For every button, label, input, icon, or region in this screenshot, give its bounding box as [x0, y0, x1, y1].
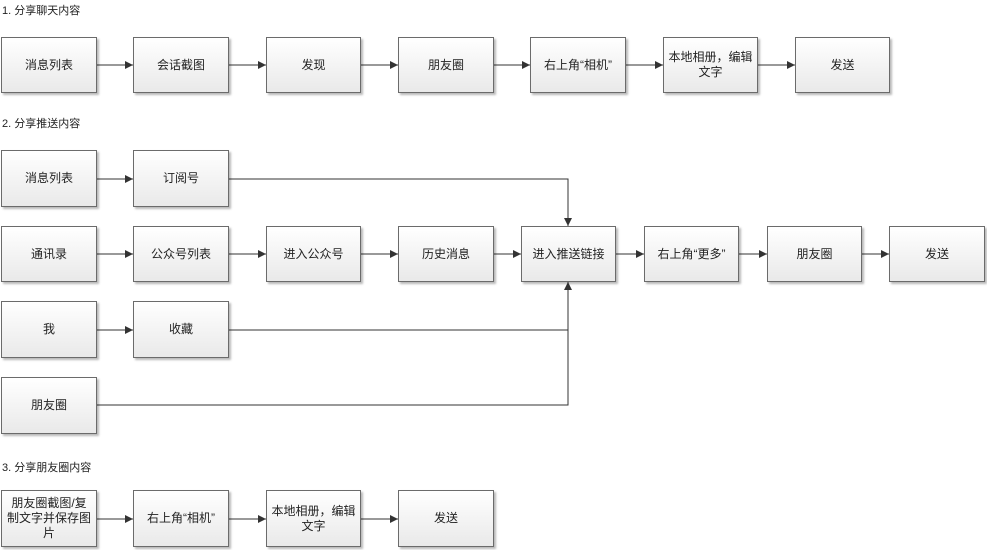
- s1-step-discover[interactable]: 发现: [266, 37, 361, 93]
- section-2-title: 2. 分享推送内容: [2, 118, 81, 130]
- s3-step-local-album[interactable]: 本地相册，编辑文字: [266, 490, 361, 547]
- s1-step-chat-screenshot[interactable]: 会话截图: [133, 37, 229, 93]
- s2-step-more[interactable]: 右上角“更多”: [644, 226, 739, 282]
- s2-source-favorites[interactable]: 收藏: [133, 301, 229, 358]
- s2-source-contacts[interactable]: 通讯录: [1, 226, 97, 282]
- s1-step-message-list[interactable]: 消息列表: [1, 37, 97, 93]
- s2-step-send[interactable]: 发送: [889, 226, 985, 282]
- s3-step-send[interactable]: 发送: [398, 490, 494, 547]
- s2-step-enter-link[interactable]: 进入推送链接: [521, 226, 616, 282]
- s2-step-moments[interactable]: 朋友圈: [767, 226, 862, 282]
- s3-step-moments-screenshot[interactable]: 朋友圈截图/复制文字并保存图片: [1, 490, 97, 547]
- s2-source-enter-official[interactable]: 进入公众号: [266, 226, 361, 282]
- arrow-s2-sub-link: [229, 178, 572, 226]
- s3-step-camera[interactable]: 右上角“相机”: [133, 490, 229, 547]
- s1-step-local-album[interactable]: 本地相册，编辑文字: [663, 37, 758, 93]
- s2-source-subscriptions[interactable]: 订阅号: [133, 150, 229, 207]
- section-1-title: 1. 分享聊天内容: [2, 5, 81, 17]
- s2-source-message-list[interactable]: 消息列表: [1, 150, 97, 207]
- s1-step-camera[interactable]: 右上角“相机”: [530, 37, 626, 93]
- s1-step-moments[interactable]: 朋友圈: [398, 37, 494, 93]
- s2-source-history[interactable]: 历史消息: [398, 226, 494, 282]
- section-3-title: 3. 分享朋友圈内容: [2, 462, 92, 474]
- s2-source-me[interactable]: 我: [1, 301, 97, 358]
- s2-source-moments[interactable]: 朋友圈: [1, 377, 97, 434]
- s1-step-send[interactable]: 发送: [795, 37, 890, 93]
- s2-source-official-list[interactable]: 公众号列表: [133, 226, 229, 282]
